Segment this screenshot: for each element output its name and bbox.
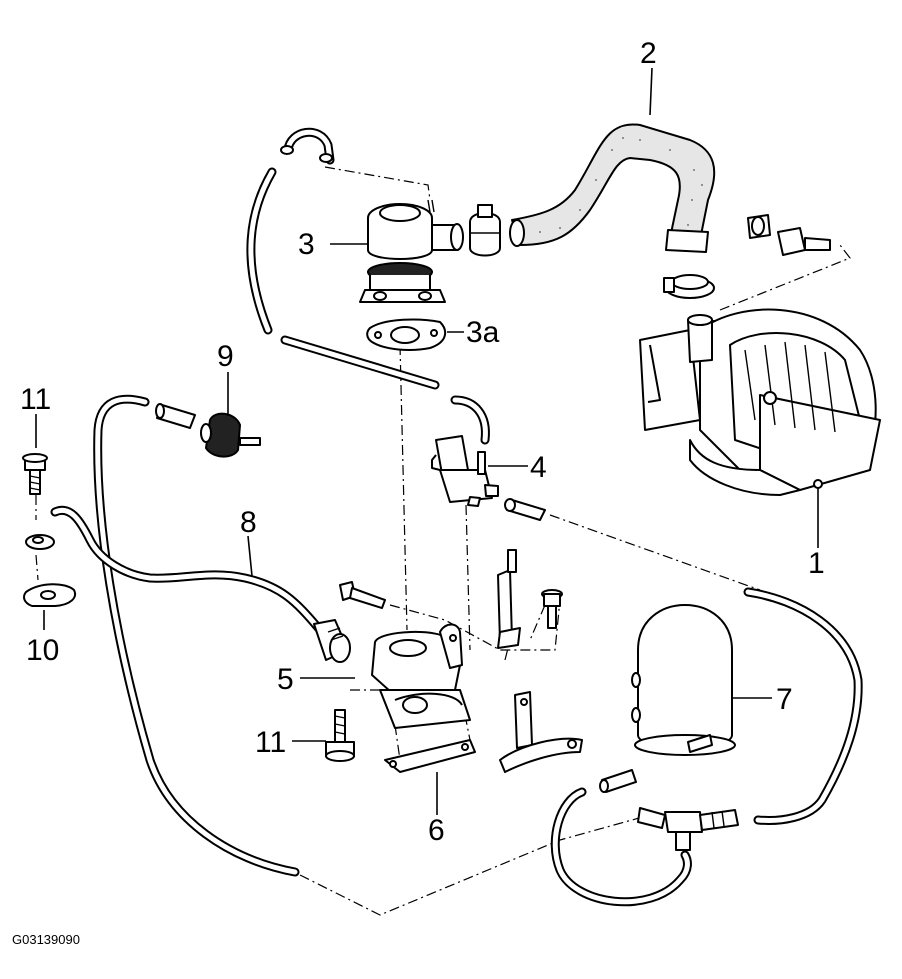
- vacuum-hose-long: [246, 167, 440, 390]
- callout-6: 6: [428, 814, 445, 847]
- reference-code: G03139090: [12, 932, 80, 947]
- callout-5: 5: [277, 663, 294, 696]
- callout-9: 9: [217, 340, 234, 373]
- part-9-damper: [155, 403, 261, 458]
- callout-7: 7: [776, 683, 793, 716]
- part-11-bolt-bottom: [325, 709, 355, 762]
- part-3-valve: [359, 199, 464, 303]
- elbow-hose-small: [450, 395, 490, 445]
- hose-clamp-upper: [469, 204, 501, 257]
- hose-segment-7: [599, 769, 637, 793]
- elbow-hose-upper: [280, 127, 335, 165]
- callouts: 1 2 3 3a 4 5 6 7 8 9 10 11 11: [20, 37, 825, 847]
- bracket-plate-10-top: [25, 534, 55, 550]
- leader-lines: [35, 67, 819, 815]
- part-8-pipe: [50, 505, 351, 663]
- bolt-upper-center: [339, 581, 386, 609]
- part-11-bolt-top: [22, 453, 48, 495]
- callout-1: 1: [808, 547, 825, 580]
- part-3a-gasket: [366, 318, 447, 351]
- callout-10: 10: [26, 634, 59, 667]
- part-5-valve-housing: [371, 623, 471, 729]
- callout-11-top: 11: [20, 383, 51, 416]
- t-connector: [637, 807, 739, 851]
- callout-3: 3: [298, 228, 315, 261]
- loop-hose-bottom: [550, 787, 692, 907]
- part-1-air-pump: [639, 308, 881, 496]
- hose-clamp-lower: [663, 274, 715, 299]
- bracket-vertical: [497, 549, 521, 649]
- part-10-gasket: [23, 583, 76, 607]
- bracket-lower: [499, 691, 583, 773]
- callout-8: 8: [240, 506, 257, 539]
- part-4-solenoid-valve: [431, 435, 499, 507]
- vacuum-hose-left: [93, 394, 300, 877]
- vacuum-hose-right: [743, 587, 863, 825]
- check-valve-fitting: [747, 214, 831, 256]
- callout-2: 2: [640, 37, 657, 70]
- part-7-canister: [631, 604, 736, 756]
- callout-11-bottom: 11: [255, 726, 286, 759]
- hose-segment-4: [504, 498, 546, 521]
- callout-4: 4: [530, 451, 547, 484]
- callout-3a: 3a: [466, 316, 500, 349]
- assembly-lines: [35, 166, 851, 916]
- part-6-gasket: [384, 739, 476, 773]
- bolt-right-center: [541, 589, 563, 629]
- part-2-hose: [509, 123, 716, 253]
